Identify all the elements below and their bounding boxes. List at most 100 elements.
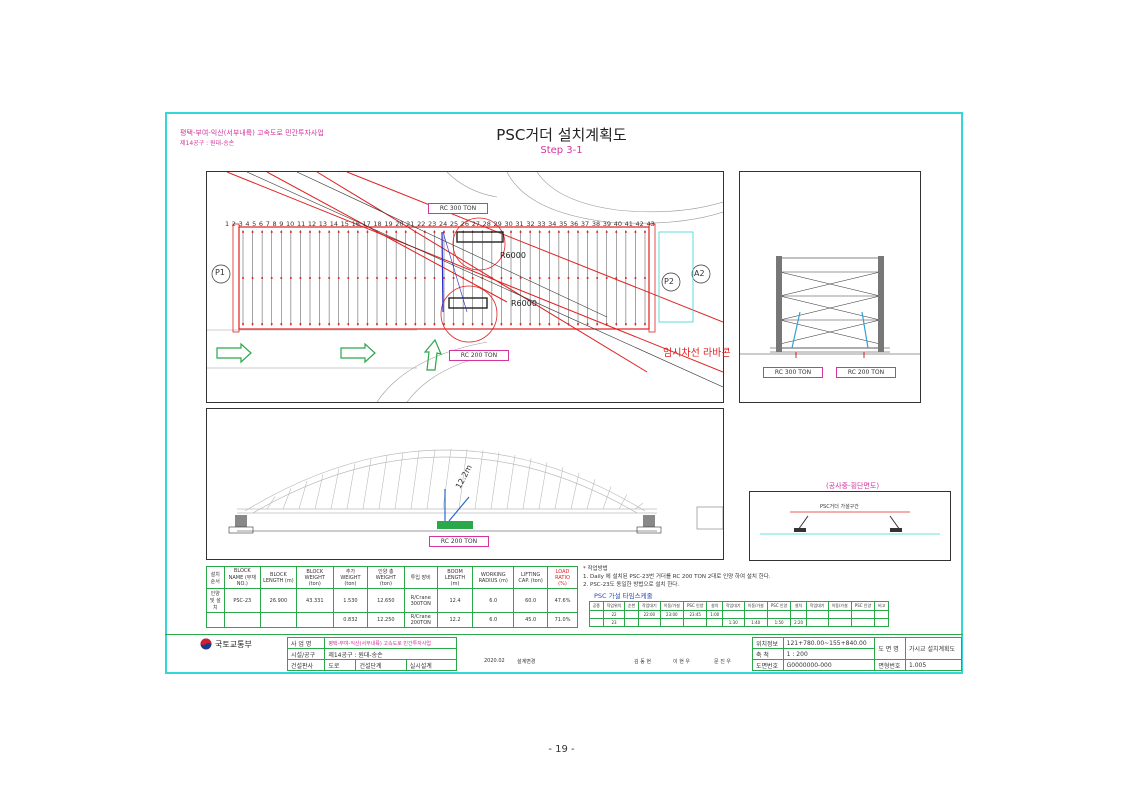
girder-bearing-dot	[251, 323, 254, 325]
drawing-name-value: 가시교 설치계획도	[905, 637, 962, 660]
traffic-section-panel	[749, 491, 951, 561]
block-number: 9	[279, 220, 284, 228]
schedule-header: 설치	[706, 601, 723, 611]
girder-bearing-dot	[251, 277, 254, 279]
schedule-cell	[827, 610, 852, 619]
sheet-no-value: 1.005	[905, 659, 962, 671]
project-value: 평택-부여-익산(서부내륙) 고속도로 민간투자사업	[324, 637, 457, 649]
government-emblem-icon	[200, 638, 212, 650]
girder-bearing-dot	[567, 277, 570, 279]
schedule-cell	[637, 618, 661, 627]
girder-bearing-dot	[596, 323, 599, 325]
girder-bearing-dot	[356, 231, 359, 233]
org-logo: 국토교통부	[200, 638, 252, 650]
project-section: 제14공구 : 원대-송손	[180, 140, 235, 147]
schedule-cell: 23:00	[659, 610, 684, 619]
schedule-cell	[589, 618, 604, 627]
schedule-cell	[790, 610, 807, 619]
table-cell: 12.4	[436, 588, 474, 613]
schedule-cell	[624, 610, 639, 619]
truss-member	[458, 449, 468, 510]
crane-table-header: BLOCK NAME (부재NO.)	[223, 566, 262, 589]
girder-bearing-dot	[261, 323, 264, 325]
drawing-no-value: G0000000-000	[782, 659, 876, 671]
table-cell: 60.0	[513, 588, 549, 613]
crane-table-header: BOOM LENGTH (m)	[436, 566, 474, 589]
girder-bearing-dot	[586, 231, 589, 233]
crane-table-header: 투입 장비	[403, 566, 438, 589]
schedule-cell: 1:50	[766, 618, 792, 627]
schedule-cell: 23:45	[682, 610, 708, 619]
block-number: 20	[395, 220, 404, 228]
girder-bearing-dot	[376, 323, 378, 325]
crane-table-header: 추가 WEIGHT (ton)	[332, 566, 369, 589]
block-number: 13	[318, 220, 328, 228]
section-view-panel	[739, 171, 921, 403]
block-number: 43	[646, 220, 655, 228]
elevation-crane-label: RC 200 TON	[429, 536, 489, 547]
truss-member	[586, 479, 596, 510]
girder-bearing-dot	[242, 277, 244, 279]
girder-bearing-dot	[471, 277, 474, 279]
girder-bearing-dot	[328, 231, 331, 233]
girder-bearing-dot	[414, 277, 417, 279]
sheet-no-label: 면형번호	[874, 659, 906, 671]
girder-bearing-dot	[452, 277, 455, 279]
block-number: 29	[493, 220, 502, 228]
crane-label-bottom: RC 200 TON	[449, 350, 509, 361]
drawing-no-label: 도면번호	[752, 659, 784, 671]
girder-bearing-dot	[538, 323, 541, 325]
schedule-cell	[624, 618, 639, 627]
block-number: 27	[471, 220, 480, 228]
scale-label: 축 척	[752, 648, 784, 660]
table-cell: 12.2	[436, 612, 474, 628]
girder-bearing-dot	[280, 231, 283, 233]
table-cell: 12.250	[367, 612, 405, 628]
block-number: 28	[482, 220, 491, 228]
traffic-lane-label: PSC거더 가설구간	[820, 504, 859, 510]
truss-member	[442, 448, 452, 510]
schedule-header: PSC 인양	[850, 601, 876, 611]
truss-member	[378, 455, 388, 510]
girder-bearing-dot	[615, 277, 618, 279]
schedule-header: 이동/가설	[827, 601, 852, 611]
truss-member	[266, 496, 276, 510]
truss-member	[362, 459, 372, 510]
girder-bearing-dot	[548, 277, 551, 279]
girder-bearing-dot	[347, 277, 350, 279]
girder-bearing-dot	[538, 231, 541, 233]
block-number: 37	[580, 220, 590, 228]
girder-bearing-dot	[510, 323, 512, 325]
block-number: 10	[286, 220, 295, 228]
block-number: 1	[225, 220, 230, 228]
section-label-right: RC 200 TON	[836, 367, 896, 378]
table-cell: 71.0%	[547, 612, 578, 628]
note-1: 1. Daily 에 설치된 PSC-23번 거더를 RC 200 TON 2대…	[583, 574, 771, 580]
girder-bearing-dot	[510, 231, 512, 233]
schedule-cell: 1:30	[721, 618, 745, 627]
girder-bearing-dot	[634, 323, 637, 325]
schedule-header: PSC 인양	[766, 601, 792, 611]
detour-label: 임시차선 라바콘	[663, 348, 731, 359]
table-cell: 45.0	[513, 612, 549, 628]
girder-bearing-dot	[443, 277, 445, 279]
schedule-title: PSC 가설 타임스케줄	[594, 592, 653, 600]
radius-label-2: R6000	[511, 299, 537, 308]
schedule-header: 공종	[589, 601, 604, 611]
schedule-header: 이동/가설	[743, 601, 768, 611]
crane-table-header: BLOCK LENGTH (m)	[260, 566, 297, 589]
girder-bearing-dot	[423, 323, 426, 325]
work-notes: * 작업방법 1. Daily 에 설치된 PSC-23번 거더를 RC 200…	[583, 565, 771, 589]
girder-bearing-dot	[280, 277, 283, 279]
truss-member	[634, 502, 644, 510]
schedule-cell: 2:20	[790, 618, 807, 627]
table-cell: 1.530	[332, 588, 369, 613]
girder-bearing-dot	[366, 231, 369, 233]
truss-member	[282, 488, 292, 510]
drawing-title: PSC거더 설치계획도	[496, 126, 627, 144]
org-name: 국토교통부	[215, 639, 252, 649]
schedule-cell	[743, 610, 768, 619]
block-number: 5	[252, 220, 257, 228]
girder-bearing-dot	[328, 277, 331, 279]
block-number: 39	[602, 220, 612, 228]
